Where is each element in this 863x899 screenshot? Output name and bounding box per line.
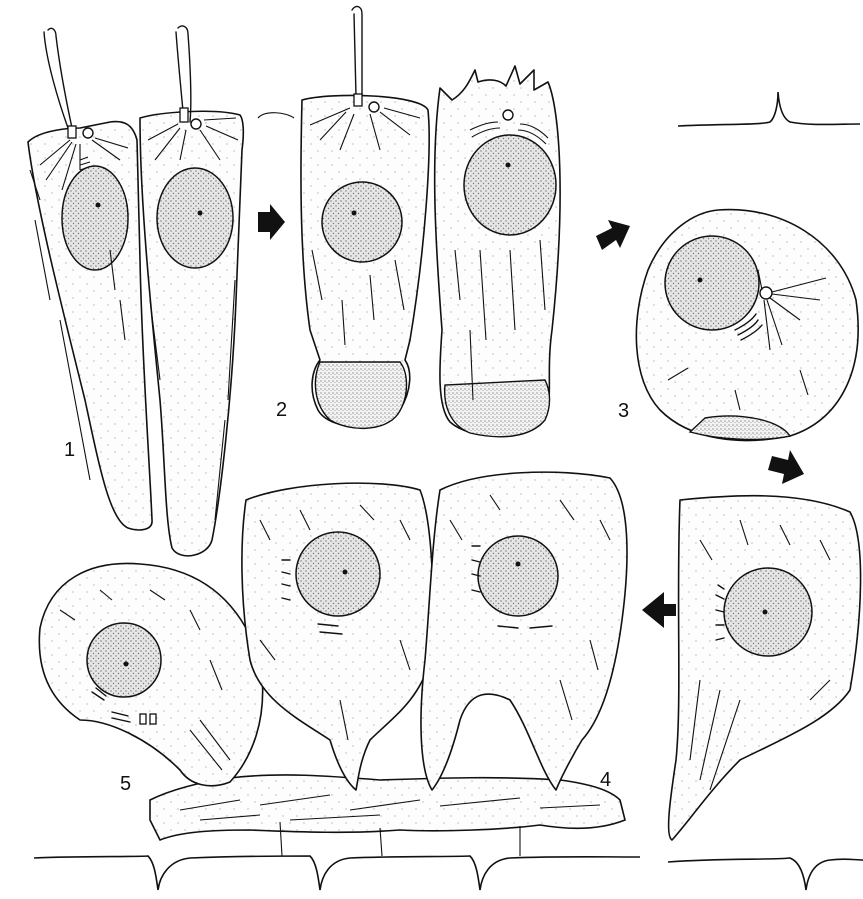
basal-lamina-top-right [678, 92, 860, 126]
stage-2-label: 2 [276, 399, 287, 421]
stage-1-nucleus-right [157, 168, 233, 268]
stage-1-cells: 1 [28, 26, 243, 556]
stage-3-label: 3 [618, 400, 629, 422]
stage-1-cell-right [140, 26, 243, 556]
stage-2-nucleus-left [322, 182, 402, 262]
arrow-stage-3-to-4 [768, 450, 804, 484]
stage-4-cell-right [669, 496, 861, 840]
stage-4-cell-middle [242, 483, 433, 790]
arrow-stage-4-to-5 [642, 592, 676, 628]
stage-3-cell: 3 [618, 210, 858, 441]
stage-4-cell-center-right [421, 472, 627, 790]
stage-2-cell-left [301, 7, 429, 429]
stage-4-nucleus-middle [296, 532, 380, 616]
stage-4-label: 4 [600, 769, 611, 791]
stage-2-cells: 2 [258, 7, 560, 437]
stage-2-nucleus-right [464, 135, 556, 235]
arrow-stage-1-to-2 [258, 204, 285, 240]
stage-5-cell: 5 [39, 564, 262, 795]
basal-lamina-bottom [34, 856, 640, 890]
stage-5-nucleus [87, 623, 161, 697]
stage-2-cell-right [435, 66, 560, 437]
stage-1-cell-left [28, 28, 152, 530]
stage-3-nucleus [665, 236, 759, 330]
arrow-stage-2-to-3 [596, 220, 630, 250]
basal-lamina-bottom-right [668, 858, 863, 890]
stage-1-nucleus-left [62, 166, 128, 270]
stage-5-label: 5 [120, 773, 131, 795]
stage-4-nucleus-center-right [478, 536, 558, 616]
stage-4-nucleus-right [724, 568, 812, 656]
stage-1-label: 1 [64, 439, 75, 461]
